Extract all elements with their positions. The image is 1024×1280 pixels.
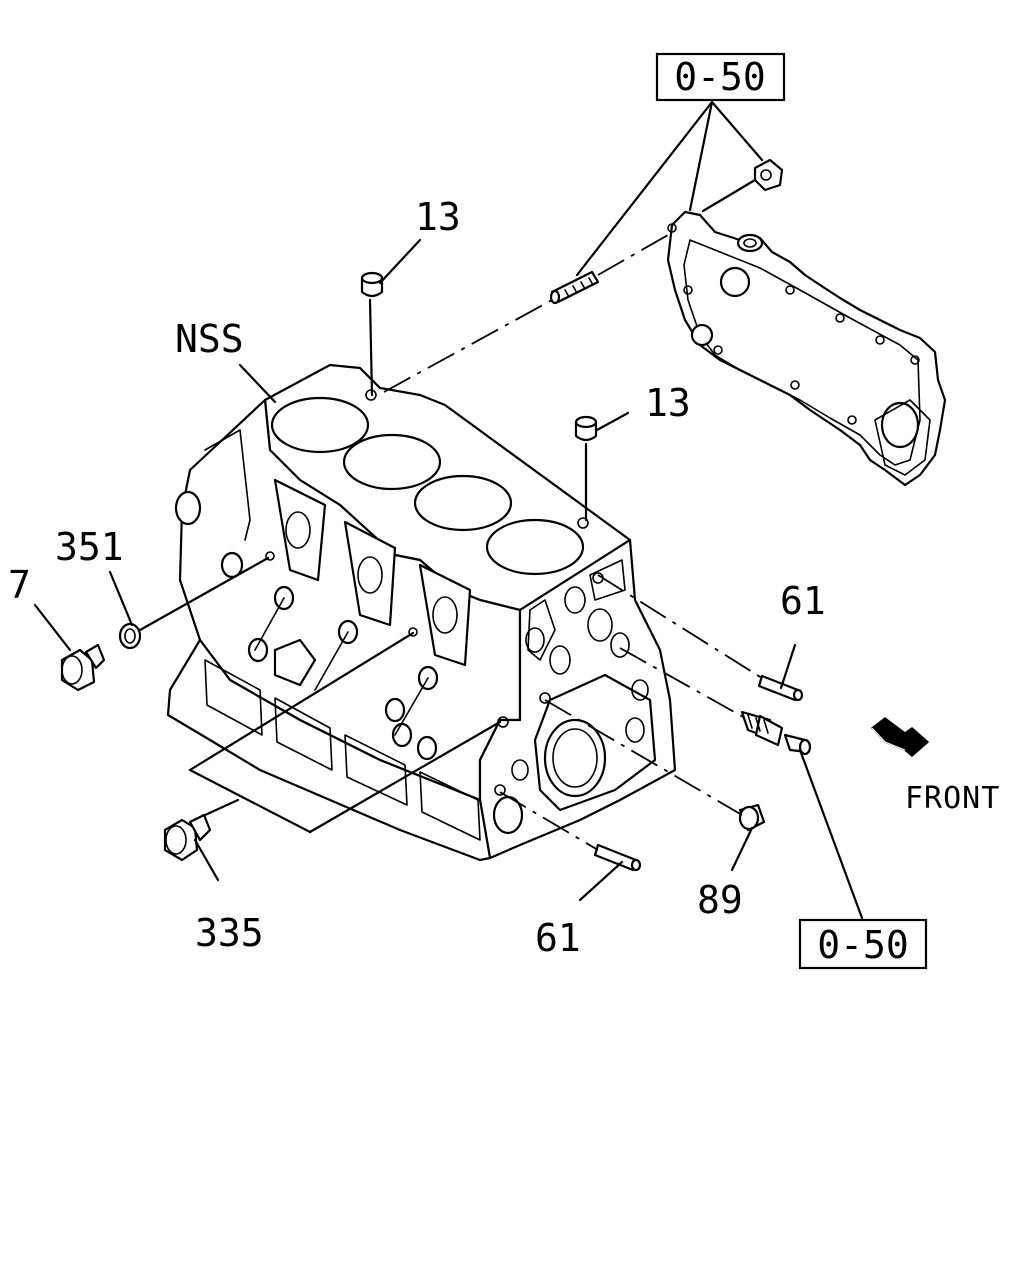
dowel-pin-top xyxy=(549,270,600,305)
label-13-mid: 13 xyxy=(645,381,691,425)
label-61-bottom: 61 xyxy=(535,916,581,960)
label-front: FRONT xyxy=(905,781,1000,816)
plug-13-top xyxy=(360,271,384,298)
front-arrow-icon xyxy=(871,717,929,757)
dowel-61-bottom xyxy=(593,843,642,872)
label-7: 7 xyxy=(8,563,31,607)
plug-335 xyxy=(163,813,212,862)
gear-case-cover xyxy=(666,210,947,487)
leader-lines xyxy=(33,100,864,920)
ref-label-top: 0-50 xyxy=(674,55,766,99)
label-351: 351 xyxy=(55,525,124,569)
washer-351 xyxy=(118,622,142,650)
label-89: 89 xyxy=(697,878,743,922)
ref-box-bottom xyxy=(798,918,928,970)
plug-89 xyxy=(738,803,766,832)
label-61-right: 61 xyxy=(780,579,826,623)
label-nss: NSS xyxy=(175,317,244,361)
fitting-0-50 xyxy=(740,710,812,756)
label-13-top: 13 xyxy=(415,195,461,239)
ref-box-top xyxy=(655,52,786,102)
cylinder-block xyxy=(166,363,677,862)
nut-top-right xyxy=(753,158,784,192)
plug-7 xyxy=(60,643,106,692)
ref-label-bottom: 0-50 xyxy=(817,923,909,967)
plug-13-mid xyxy=(574,415,598,442)
dowel-61-right xyxy=(757,674,804,702)
label-335: 335 xyxy=(195,911,264,955)
